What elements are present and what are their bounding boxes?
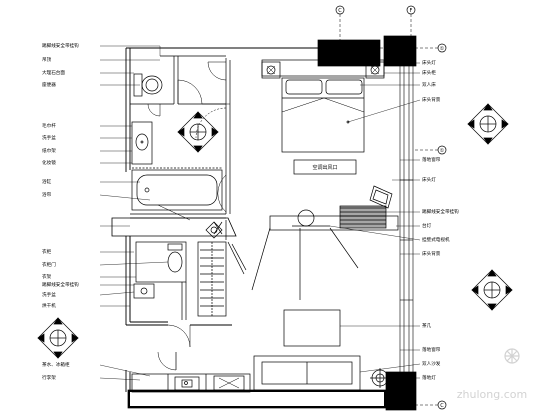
concrete-column [383,35,417,67]
wall-sign-text: 空调出风口 [312,164,337,171]
right-labels: 床头灯 床头柜 双人床 床头背景 落地窗帘 床头灯 踢脚线安全带挂钩 台灯 挂壁… [422,59,459,381]
coffee-table [283,309,341,347]
entry-area [111,217,247,371]
elevation-symbol [37,317,79,359]
wall-sign: 空调出风口 [312,164,337,171]
label: 纸巾架 [42,147,56,154]
grid-marker-label: C [440,403,444,409]
wall-sign-frame [293,159,357,175]
label: 茶水、冰箱柜 [42,361,70,368]
sofa [253,355,361,391]
label: 毛巾杆 [42,122,56,129]
label: 衣柜 [42,248,52,255]
grid-marker-label: C [338,8,342,14]
label: 踢脚线安全带挂钩 [422,208,459,215]
label: 双人床 [422,81,436,88]
vanity-sink [131,121,153,165]
structural-walls [127,35,417,411]
label: 落地窗帘 [422,156,441,163]
label: 床头柜 [422,69,436,76]
grid-marker: C [437,400,447,410]
grid-marker: F [406,5,416,15]
grid-marker: C [335,5,345,15]
grid-marker-label: ① [440,148,445,154]
watermark: zhulong.com [457,348,527,401]
elevation-symbol [467,103,509,145]
leader-lines [99,45,421,381]
label: 衣架 [42,273,52,280]
watermark-text: zhulong.com [457,388,527,401]
label: 大理石台面 [42,69,65,76]
label: 浴帘 [42,191,52,198]
wall-outline [125,47,318,392]
elevation-symbol [471,269,513,311]
elevation-symbol [177,111,219,153]
label: 床头灯 [422,176,436,183]
label: 台灯 [422,222,432,229]
label: 双人沙发 [422,360,441,367]
nightstand [261,61,281,79]
bed [261,59,385,153]
label: 化妆镜 [42,159,56,166]
label: 踢脚线安全带挂钩 [42,42,79,49]
axis-lines [339,14,438,406]
label: 踢脚线安全带挂钩 [42,281,79,288]
label: 落地灯 [422,374,436,381]
label: 吊顶 [42,57,52,63]
toilet [167,243,183,273]
grid-marker: ① [437,145,447,155]
label: 衣柜门 [42,261,56,268]
grid-marker-label: ① [440,46,445,52]
window-wall [399,66,414,372]
left-labels: 踢脚线安全带挂钩 吊顶 大理石台面 座便器 毛巾杆 洗手盆 纸巾架 化妆镜 浴缸… [42,42,79,381]
desk [251,185,399,300]
label: 洗手盆 [42,291,56,298]
label: 洗手盆 [42,134,56,141]
elevation-symbol [205,221,223,239]
label: 烘干机 [42,302,56,309]
label: 床头灯 [422,59,436,66]
label: 茶几 [422,322,432,329]
wash-basin [133,283,155,299]
grid-marker: ① [437,43,447,53]
label: 行李架 [42,374,56,381]
label: 浴缸 [42,178,52,185]
grid-marker-label: F [410,8,413,14]
nightstand [365,61,385,79]
bathtub [131,167,223,221]
minibar-cabinet [131,373,251,393]
wardrobe [197,241,247,317]
label: 床头背景 [422,96,441,103]
label: 座便器 [42,81,56,88]
label: 床头背景 [422,250,441,257]
label: 挂壁式电视机 [422,236,450,243]
bathroom [130,55,231,221]
label: 落地窗帘 [422,346,441,353]
concrete-column [385,371,417,411]
